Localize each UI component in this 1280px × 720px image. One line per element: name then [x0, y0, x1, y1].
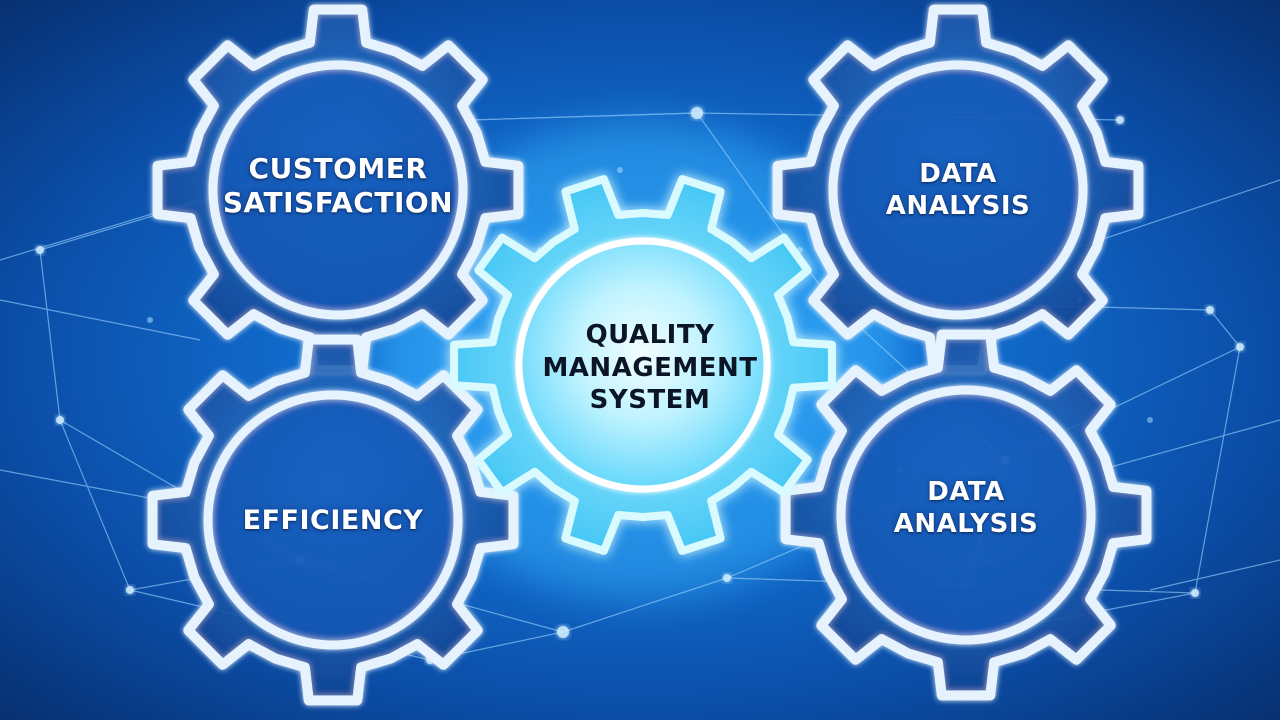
network-node [723, 574, 731, 582]
network-node [557, 626, 569, 638]
gear-label-bottom-left: EFFICIENCY [242, 505, 424, 536]
network-link [1149, 559, 1280, 591]
network-node [56, 416, 64, 424]
network-link [562, 577, 728, 633]
center-gear [450, 175, 836, 555]
gear-bottom-left [147, 334, 519, 706]
network-node [1236, 343, 1244, 351]
network-node [36, 246, 44, 254]
center-gear-label: QUALITY MANAGEMENT SYSTEM [542, 320, 758, 415]
bokeh-dot [147, 317, 153, 323]
network-link [469, 112, 698, 121]
center-gear-ring [515, 237, 771, 493]
network-node [1191, 589, 1199, 597]
gear-label-top-left: CUSTOMER SATISFACTION [222, 152, 454, 220]
gear-bottom-left-ring [203, 390, 463, 650]
network-node [691, 107, 703, 119]
network-link [0, 299, 201, 341]
network-link [59, 419, 131, 591]
bokeh-dot [617, 167, 623, 173]
network-node [1206, 306, 1214, 314]
gear-top-left-ring [208, 60, 468, 320]
network-node [126, 586, 134, 594]
gear-label-top-right: DATA ANALYSIS [885, 159, 1031, 221]
gear-label-bottom-right: DATA ANALYSIS [893, 477, 1039, 539]
gear-bottom-right-ring [836, 385, 1096, 645]
network-link [39, 249, 61, 421]
network-link [1099, 419, 1280, 471]
bokeh-dot [1147, 417, 1153, 423]
gear-top-right [772, 4, 1144, 376]
gear-top-right-ring [828, 60, 1088, 320]
gear-top-left [152, 4, 524, 376]
network-link [1194, 346, 1241, 594]
gear-bottom-right [780, 329, 1152, 701]
network-node [1116, 116, 1124, 124]
network-link [1209, 309, 1241, 348]
network-link [0, 469, 161, 501]
